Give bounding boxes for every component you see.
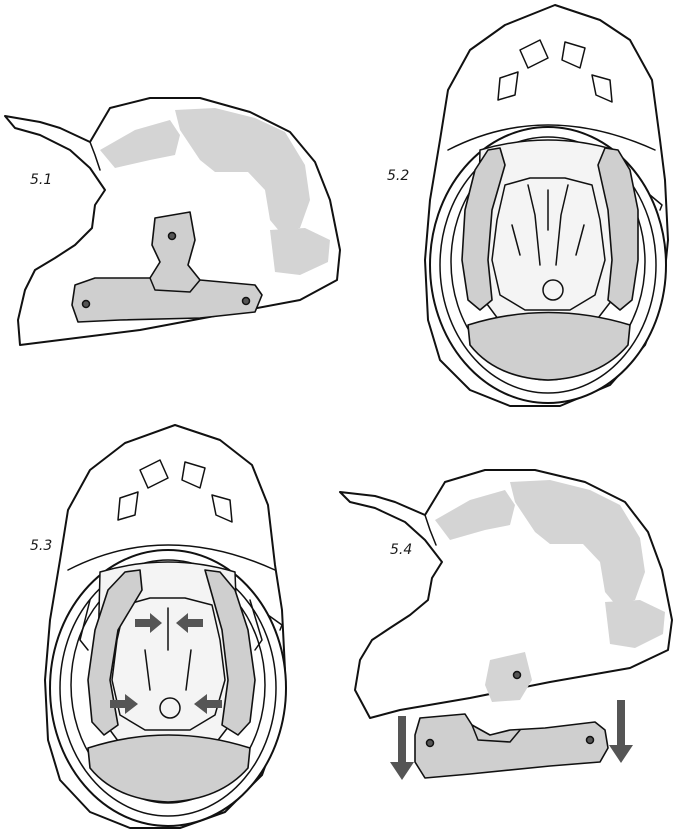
step-5-2-panel: 5.2 [380,0,677,415]
helmet-side-view-5-4 [335,440,677,790]
bolt-icon [427,740,434,747]
helmet-side-view-5-1 [0,80,345,370]
step-5-4-panel: 5.4 [335,440,677,790]
step-label-5-2: 5.2 [387,168,409,184]
bolt-icon [514,672,521,679]
jaw-pad-removed [415,714,608,778]
helmet-bottom-view-5-3 [20,420,320,830]
bolt-icon [169,233,176,240]
arrow-down-icon [390,716,414,780]
step-5-3-panel: 5.3 [20,420,320,830]
step-5-1-panel: 5.1 [0,80,345,370]
step-label-5-4: 5.4 [390,542,412,558]
bolt-icon [243,298,250,305]
helmet-bottom-view-5-2 [380,0,677,415]
bolt-icon [83,301,90,308]
step-label-5-1: 5.1 [30,172,52,188]
bolt-icon [587,737,594,744]
arrow-down-icon [609,700,633,763]
step-label-5-3: 5.3 [30,538,52,554]
